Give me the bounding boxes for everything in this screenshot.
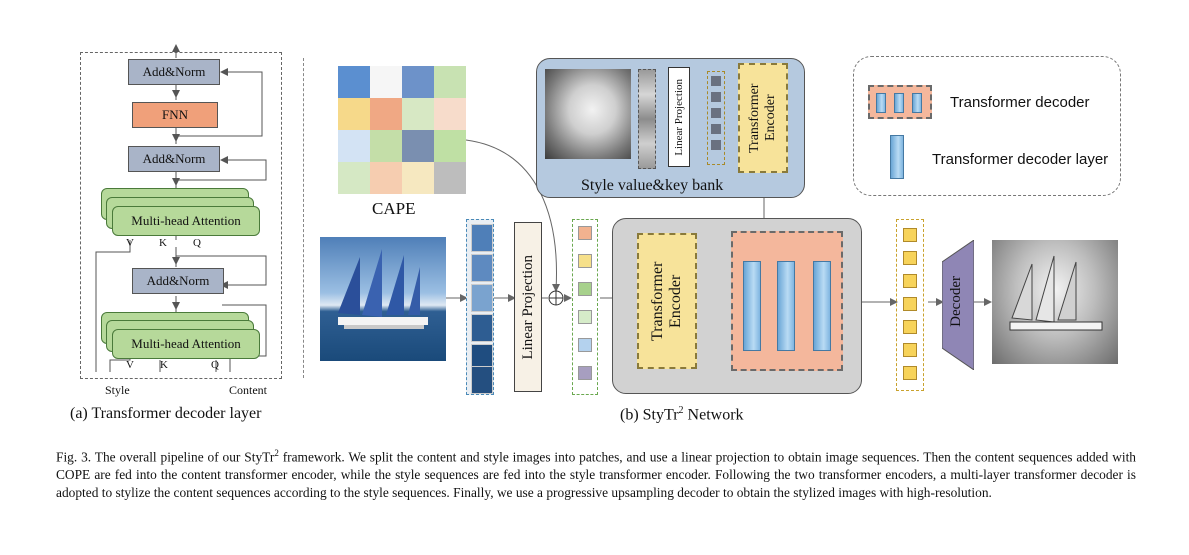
output-seq-token (903, 251, 917, 265)
q-label-bottom: Q (211, 359, 219, 371)
k-label-top: K (159, 237, 167, 249)
cape-grid (338, 66, 466, 194)
style-sequence (707, 71, 725, 165)
legend-layer-label: Transformer decoder layer (932, 151, 1109, 168)
cape-cell (402, 162, 434, 194)
legend-decoder-cyl-2 (894, 93, 904, 113)
output-seq-token (903, 343, 917, 357)
content-patches (466, 219, 494, 395)
stylized-sailboat-drawing (1009, 255, 1103, 331)
content-transformer-encoder: Transformer Encoder (637, 233, 697, 369)
content-input-label: Content (229, 383, 267, 397)
sailboat-drawing (338, 249, 428, 329)
content-seq-token (578, 366, 592, 380)
content-patch-3 (471, 284, 493, 312)
legend-decoder-cyl-3 (912, 93, 922, 113)
style-seq-3 (711, 108, 721, 118)
decoder-label: Decoder (948, 276, 964, 327)
add-norm-mid: Add&Norm (128, 146, 220, 172)
transformer-decoder-block (731, 231, 843, 371)
q-label-top: Q (193, 237, 201, 249)
k-label-bottom: K (160, 359, 168, 371)
legend-layer-icon (890, 135, 904, 179)
output-seq-token (903, 320, 917, 334)
decoder-layer-1 (743, 261, 761, 351)
mha-bottom: Multi-head Attention (112, 329, 260, 359)
cape-cell (434, 162, 466, 194)
add-norm-top: Add&Norm (128, 59, 220, 85)
cape-cell (370, 98, 402, 130)
style-seq-5 (711, 140, 721, 150)
content-seq-token (578, 310, 592, 324)
cape-cell (402, 130, 434, 162)
v-label-bottom: V (126, 359, 134, 371)
add-norm-bottom: Add&Norm (132, 268, 224, 294)
upsampling-decoder: Decoder (941, 239, 975, 371)
v-label-top: V (126, 237, 134, 249)
cape-cell (370, 130, 402, 162)
cape-cell (338, 162, 370, 194)
output-seq-token (903, 228, 917, 242)
style-bank: Linear Projection Transformer Encoder St… (536, 58, 805, 198)
legend-decoder-icon (868, 85, 932, 119)
style-transformer-encoder: Transformer Encoder (738, 63, 788, 173)
output-seq-token (903, 274, 917, 288)
cape-label: CAPE (372, 199, 416, 218)
style-input-label: Style (105, 383, 130, 397)
cape-cell (370, 66, 402, 98)
style-patches (638, 69, 656, 169)
legend-box: Transformer decoder Transformer decoder … (853, 56, 1121, 196)
content-patch-2 (471, 254, 493, 282)
style-seq-1 (711, 76, 721, 86)
cape-cell (434, 98, 466, 130)
network-caption: (b) StyTr2 Network (620, 405, 744, 424)
content-patch-1 (471, 224, 493, 252)
cape-cell (434, 130, 466, 162)
cape-cell (338, 98, 370, 130)
linear-projection-main: Linear Projection (514, 222, 542, 392)
fnn-block: FNN (132, 102, 218, 128)
content-seq-token (578, 282, 592, 296)
content-image-sailboat (320, 237, 446, 361)
output-seq-token (903, 297, 917, 311)
style-seq-2 (711, 92, 721, 102)
content-seq-token (578, 254, 592, 268)
stylized-output-image (992, 240, 1118, 364)
stytr2-network-box: Transformer Encoder (612, 218, 862, 394)
cape-cell (434, 66, 466, 98)
legend-decoder-cyl-1 (876, 93, 886, 113)
figure-caption: Fig. 3. The overall pipeline of our StyT… (56, 448, 1137, 501)
style-linear-projection: Linear Projection (668, 67, 690, 167)
output-seq-token (903, 366, 917, 380)
content-sequence (572, 219, 598, 395)
mha-top: Multi-head Attention (112, 206, 260, 236)
cape-cell (338, 66, 370, 98)
style-seq-4 (711, 124, 721, 134)
content-patch-6 (471, 366, 493, 394)
cape-cell (402, 66, 434, 98)
decoder-layer-2 (777, 261, 795, 351)
decoder-layer-3 (813, 261, 831, 351)
cape-cell (402, 98, 434, 130)
style-bank-title: Style value&key bank (581, 177, 724, 194)
cape-cell (370, 162, 402, 194)
style-image-portrait (545, 69, 631, 159)
content-seq-token (578, 338, 592, 352)
decoder-layer-caption: (a) Transformer decoder layer (70, 405, 262, 422)
panel-divider (303, 58, 304, 378)
legend-decoder-label: Transformer decoder (950, 94, 1090, 111)
decoder-layer-frame (80, 52, 282, 379)
content-patch-4 (471, 314, 493, 342)
content-seq-token (578, 226, 592, 240)
output-sequence (896, 219, 924, 391)
cape-cell (338, 130, 370, 162)
